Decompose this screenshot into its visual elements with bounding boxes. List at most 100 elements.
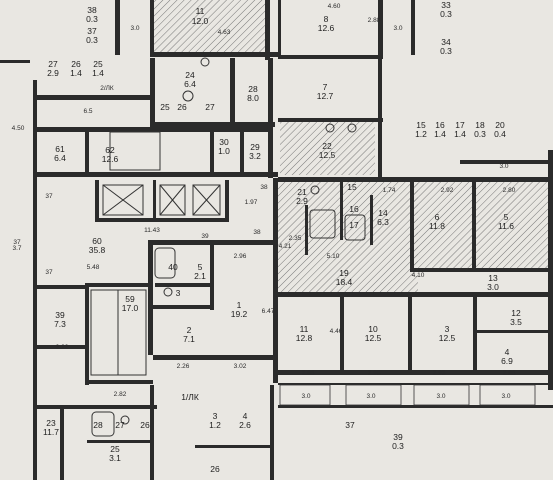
room-r34: 340.3 bbox=[440, 37, 452, 56]
dimension-label: 2.93 bbox=[433, 370, 446, 377]
room-r25b: 253.1 bbox=[109, 444, 121, 463]
room-number: 25 bbox=[93, 59, 103, 69]
dimension-label: 5.48 bbox=[87, 264, 100, 271]
room-area: 12.6 bbox=[318, 23, 335, 33]
room-area: 12.6 bbox=[102, 154, 119, 164]
room-r28b: 28 bbox=[93, 420, 103, 430]
room-number: 17 bbox=[455, 120, 465, 130]
room-area: 0.3 bbox=[440, 9, 452, 19]
dimension-label: 2.86 bbox=[302, 370, 315, 377]
room-area: 1.4 bbox=[70, 68, 82, 78]
room-number: 8 bbox=[324, 14, 329, 24]
room-number: 4 bbox=[243, 411, 248, 421]
room-r27l: 272.9 bbox=[47, 59, 59, 78]
room-r37t: 370.3 bbox=[86, 26, 98, 45]
dimension-label: 5.10 bbox=[327, 253, 340, 260]
room-area: 0.3 bbox=[392, 441, 404, 451]
room-number: 10 bbox=[368, 324, 378, 334]
room-area: 2.9 bbox=[296, 196, 308, 206]
dimension-label: 3.0 bbox=[501, 393, 510, 400]
room-number: 2 bbox=[187, 325, 192, 335]
room-number: 26 bbox=[177, 102, 187, 112]
room-number: 12.0 bbox=[192, 16, 209, 26]
room-area: 12.5 bbox=[439, 333, 456, 343]
dimension-label: 2.26 bbox=[177, 363, 190, 370]
room-area: 1.4 bbox=[434, 129, 446, 139]
dimension-label: 3.0 bbox=[393, 25, 402, 32]
room-r33: 330.3 bbox=[440, 0, 452, 19]
dimension-label: 2.80 bbox=[503, 187, 516, 194]
dimension-label: 2.82 bbox=[114, 391, 127, 398]
room-r37b: 37 bbox=[345, 420, 355, 430]
room-number: 59 bbox=[125, 294, 135, 304]
dimension-label: 3.0 bbox=[436, 393, 445, 400]
room-r4b: 42.6 bbox=[239, 411, 251, 430]
room-area: 3.2 bbox=[249, 151, 261, 161]
room-number: 40 bbox=[168, 262, 178, 272]
room-number: 25 bbox=[110, 444, 120, 454]
dimension-label: 4.10 bbox=[412, 272, 425, 279]
staircase bbox=[90, 289, 147, 376]
room-area: 12.7 bbox=[317, 91, 334, 101]
window-marks bbox=[279, 384, 536, 406]
room-area: 6.3 bbox=[377, 217, 389, 227]
room-number: 27 bbox=[205, 102, 215, 112]
room-r39: 397.3 bbox=[54, 310, 66, 329]
room-area: 1.2 bbox=[209, 420, 221, 430]
room-number: 3 bbox=[445, 324, 450, 334]
room-r25l: 251.4 bbox=[92, 59, 104, 78]
room-area: 1.2 bbox=[415, 129, 427, 139]
room-area: 1.4 bbox=[92, 68, 104, 78]
dimension-label: 3.7 bbox=[12, 245, 21, 252]
room-r11a: 12.0 bbox=[192, 16, 209, 26]
room-area: 0.3 bbox=[86, 35, 98, 45]
room-area: 7.3 bbox=[54, 319, 66, 329]
room-area: 35.8 bbox=[89, 245, 106, 255]
dimension-label: 3.02 bbox=[234, 363, 247, 370]
room-number: 26 bbox=[140, 420, 150, 430]
room-r40: 40 bbox=[168, 262, 178, 272]
room-area: 0.4 bbox=[494, 129, 506, 139]
dimension-label: 4.50 bbox=[12, 125, 25, 132]
room-area: 11.6 bbox=[498, 221, 514, 231]
dimension-label: 38 bbox=[253, 229, 261, 236]
room-number: 37 bbox=[87, 26, 97, 36]
room-number: 1 bbox=[237, 300, 242, 310]
room-r26l: 261.4 bbox=[70, 59, 82, 78]
room-r16: 161.4 bbox=[434, 120, 446, 139]
room-r17b: 17 bbox=[349, 220, 359, 230]
room-area: 3.5 bbox=[510, 317, 522, 327]
dimension-label: 3.0 bbox=[130, 25, 139, 32]
room-number: 15 bbox=[347, 182, 357, 192]
room-area: 0.3 bbox=[86, 14, 98, 24]
room-r3b: 31.2 bbox=[209, 411, 221, 430]
dimension-label: 11.43 bbox=[144, 227, 160, 234]
room-number: 12 bbox=[511, 308, 521, 318]
staircase-upper bbox=[109, 131, 161, 171]
room-r3: 312.5 bbox=[439, 324, 456, 343]
dimension-label: 2.96 bbox=[234, 253, 247, 260]
room-number: 16 bbox=[435, 120, 445, 130]
room-area: 11.8 bbox=[429, 221, 445, 231]
room-area: 0.3 bbox=[474, 129, 486, 139]
room-r26b: 26 bbox=[140, 420, 150, 430]
dimension-label: 2.35 bbox=[289, 235, 302, 242]
room-r3s: 3 bbox=[176, 288, 181, 298]
room-number: 24 bbox=[185, 70, 195, 80]
room-area: 6.4 bbox=[54, 153, 66, 163]
room-r17: 171.4 bbox=[454, 120, 466, 139]
room-number: 27 bbox=[48, 59, 58, 69]
room-area: 8.0 bbox=[247, 93, 259, 103]
room-number: 29 bbox=[250, 142, 260, 152]
room-number: 62 bbox=[105, 145, 115, 155]
room-r15b: 15 bbox=[347, 182, 357, 192]
room-area: 17.0 bbox=[122, 303, 139, 313]
room-r1: 119.2 bbox=[231, 300, 248, 319]
room-r39b: 390.3 bbox=[392, 432, 404, 451]
room-area: 2.1 bbox=[194, 271, 206, 281]
room-area: 6.4 bbox=[184, 79, 196, 89]
